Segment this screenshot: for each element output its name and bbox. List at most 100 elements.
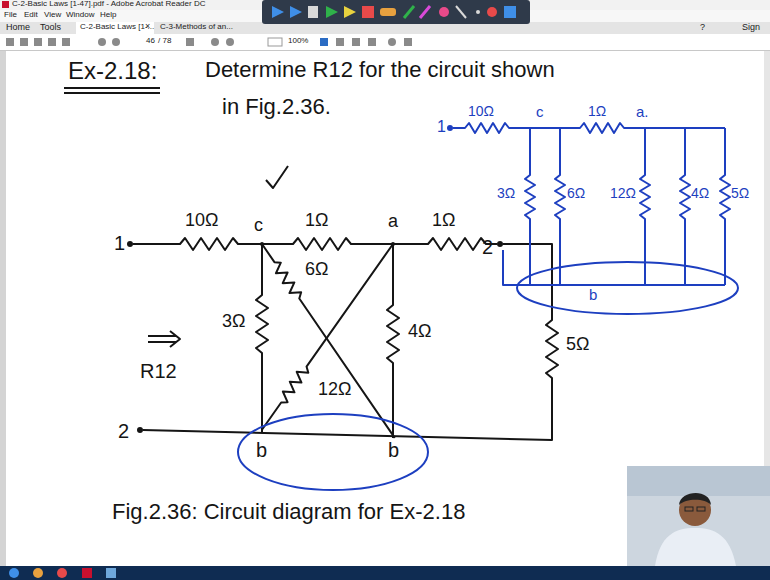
terminal-label: 2: [118, 420, 129, 442]
tool-icon: [487, 7, 497, 17]
ellipse-outline: [515, 260, 740, 316]
series-wire: [133, 238, 497, 250]
toolbar-icon: [112, 38, 120, 46]
node-label: a: [388, 212, 398, 232]
toolbar-icon: [62, 38, 70, 46]
menu-item: File: [4, 11, 17, 20]
example-heading: Ex-2.18:: [68, 58, 157, 84]
resistance-value: 1Ω: [588, 104, 606, 119]
resistor-4-ohm-branch: [387, 244, 399, 438]
resistor-5-ohm-branch: [143, 244, 558, 440]
figure-caption: Fig.2.36: Circuit diagram for Ex-2.18: [112, 500, 465, 524]
resistance-value: 10Ω: [468, 104, 494, 119]
direction-arrow: [148, 331, 180, 347]
toolbar-icon: [336, 38, 344, 46]
resistance-value: 6Ω: [567, 186, 585, 201]
taskbar-icon: [57, 568, 67, 578]
menu-item: Help: [100, 11, 116, 20]
toolbar-icons: [6, 38, 412, 46]
tool-icon: [439, 7, 449, 17]
annotation-tools: [272, 6, 516, 18]
nav-tab: Home: [6, 23, 30, 33]
resistor-symbol: [525, 128, 535, 285]
problem-statement: in Fig.2.36.: [222, 95, 331, 119]
toolbar-icon: [388, 38, 396, 46]
resistor-12-ohm-branch: [258, 241, 397, 432]
toolbar-icon: [34, 38, 42, 46]
equivalent-resistance-label: R12: [140, 360, 177, 382]
toolbar-icon: [6, 38, 14, 46]
node-label: b: [388, 439, 399, 461]
resistor-symbol: [555, 128, 565, 285]
page-count: / 78: [158, 37, 171, 46]
taskbar-icon: [106, 568, 116, 578]
problem-statement: Determine R12 for the circuit shown: [205, 58, 555, 82]
close-button: ×: [145, 22, 150, 32]
original-circuit: [133, 166, 558, 441]
resistance-value: 3Ω: [222, 312, 245, 332]
video-inset: [627, 466, 770, 566]
tool-icon: [272, 6, 284, 18]
terminals: [127, 241, 503, 433]
window-title: C-2-Basic Laws [1-47].pdf - Adobe Acroba…: [12, 0, 205, 9]
tool-icon: [326, 6, 338, 18]
grouping-ellipse: bb: [236, 412, 430, 492]
underline: [64, 87, 160, 89]
tool-icon: [362, 6, 374, 18]
tool-icon: [504, 6, 516, 18]
app-icon: [2, 1, 9, 8]
help-button: ?: [700, 23, 705, 33]
annotation-toolbar: [262, 0, 530, 24]
zoom-level: 100%: [288, 37, 308, 46]
resistance-value: 1Ω: [432, 211, 455, 231]
tool-icon: [380, 8, 396, 16]
tool-icon: [344, 6, 356, 18]
ellipse-outline: [517, 262, 738, 314]
taskbar-icons: [9, 568, 116, 578]
node-label: c: [536, 104, 544, 121]
resistance-value: 6Ω: [305, 260, 328, 280]
toolbar-icon: [226, 38, 234, 46]
toolbar-icon: [98, 38, 106, 46]
page-margin: [0, 51, 6, 566]
toolbar-icon: [404, 38, 412, 46]
glasses: [697, 507, 705, 511]
toolbar-icon: [20, 38, 28, 46]
toolbar-icon: [320, 38, 328, 46]
resistance-value: 4Ω: [408, 322, 431, 342]
tool-icon: [476, 10, 480, 14]
node-label: b: [256, 439, 267, 461]
resistor-symbol: [680, 128, 690, 285]
terminal-dot: [137, 427, 143, 433]
tool-icon: [456, 6, 466, 18]
junction-dot: [391, 242, 395, 246]
glasses: [685, 507, 693, 511]
node-label: c: [254, 216, 263, 236]
resistance-value: 12Ω: [318, 380, 351, 400]
grouping-ellipse: b: [515, 260, 740, 316]
check-mark: [266, 166, 288, 188]
resistor-6-ohm-branch: [258, 241, 399, 441]
zoom-box: [268, 38, 282, 46]
menu-item: View: [44, 11, 61, 20]
node-label: b: [589, 287, 597, 304]
node-label: a.: [636, 104, 649, 121]
video-background: [627, 466, 770, 566]
toolbar-icon: [186, 38, 194, 46]
presenter-hair: [679, 493, 711, 505]
tool-icon: [420, 6, 430, 18]
resistance-value: 4Ω: [691, 186, 709, 201]
tool-icon: [404, 6, 414, 18]
resistor-3-ohm-branch: [256, 244, 268, 432]
taskbar-icon: [9, 568, 19, 578]
junction-dot: [260, 242, 264, 246]
document-tab: C-3-Methods of an...: [160, 23, 233, 32]
tool-icon: [308, 6, 318, 18]
presenter-shirt: [655, 528, 736, 566]
resistor-symbol: [720, 128, 730, 285]
taskbar-icon: [82, 568, 92, 578]
terminal-label: 1: [437, 118, 446, 136]
resistance-value: 1Ω: [305, 211, 328, 231]
